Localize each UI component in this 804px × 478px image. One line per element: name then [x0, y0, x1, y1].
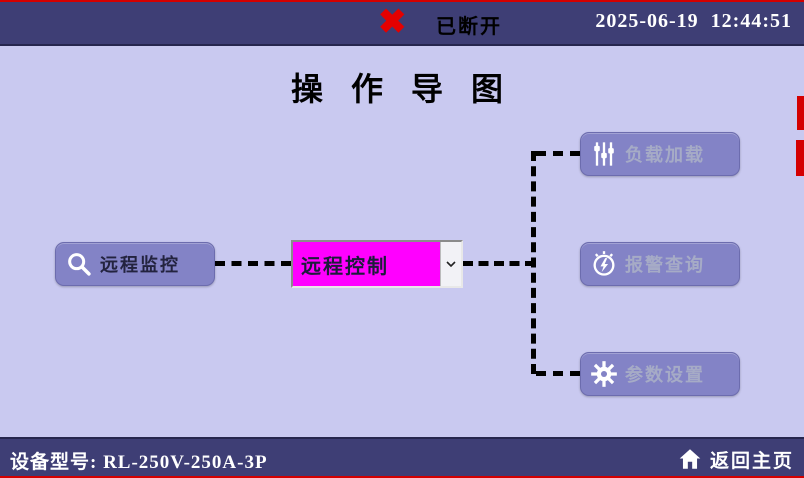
remote-monitoring-button[interactable]: 远程监控 — [55, 242, 215, 286]
disconnected-x-icon: ✖ — [378, 4, 407, 41]
connector-dropdown-to-branch — [463, 261, 535, 266]
return-home-label: 返回主页 — [709, 450, 794, 472]
return-home-button[interactable]: 返回主页 — [676, 443, 794, 475]
remote-control-dropdown[interactable]: 远程控制 — [291, 240, 463, 288]
alarm-bulb-icon — [589, 249, 619, 279]
parameter-settings-button[interactable]: 参数设置 — [580, 352, 740, 396]
load-loading-label: 负载加载 — [625, 145, 705, 165]
alarm-query-button[interactable]: 报警查询 — [580, 242, 740, 286]
bottom-status-bar: 设备型号: RL-250V-250A-3P 返回主页 — [0, 437, 804, 478]
magnifier-icon — [64, 249, 94, 279]
remote-monitoring-label: 远程监控 — [100, 255, 180, 275]
datetime-display: 2025-06-19 12:44:51 — [595, 10, 792, 32]
connector-branch-bottom — [536, 371, 580, 376]
alarm-query-label: 报警查询 — [625, 255, 705, 275]
connector-branch-top — [536, 151, 580, 156]
connector-left-to-dropdown — [215, 261, 291, 266]
chevron-down-icon[interactable] — [440, 242, 461, 286]
screen-edge-artifact-right-2 — [796, 140, 804, 176]
top-status-bar: ✖ 已断开 2025-06-19 12:44:51 — [0, 0, 804, 46]
home-icon — [676, 445, 704, 473]
gear-icon — [589, 359, 619, 389]
device-model-text: 设备型号: RL-250V-250A-3P — [10, 452, 268, 473]
sliders-icon — [589, 139, 619, 169]
connector-branch-vertical — [531, 151, 536, 374]
screen-edge-artifact-bottom — [0, 476, 804, 478]
page-title: 操 作 导 图 — [290, 71, 513, 107]
screen-edge-artifact-top — [0, 0, 804, 2]
parameter-settings-label: 参数设置 — [625, 365, 705, 385]
screen-edge-artifact-right-1 — [797, 96, 804, 130]
connection-status-text: 已断开 — [436, 16, 502, 38]
dropdown-selected-value: 远程控制 — [301, 255, 389, 278]
load-loading-button[interactable]: 负载加载 — [580, 132, 740, 176]
